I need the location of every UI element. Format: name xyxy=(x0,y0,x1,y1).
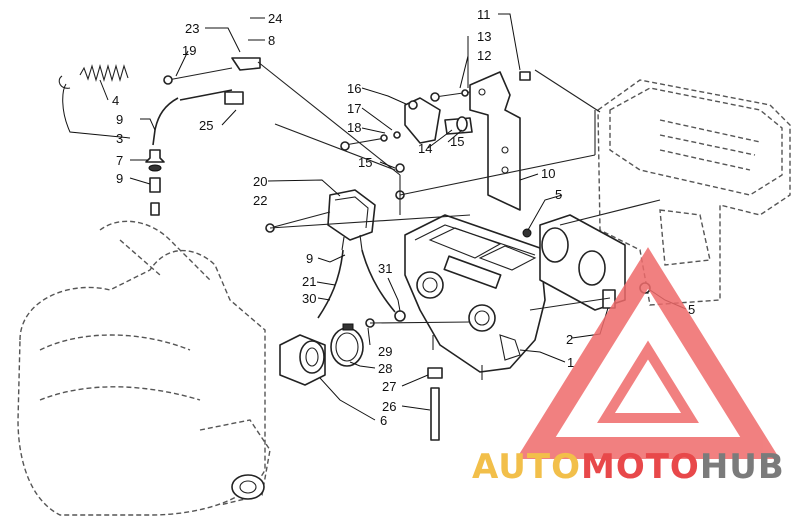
hardware xyxy=(58,57,651,441)
callout-5a: 5 xyxy=(555,187,562,202)
intake-boot xyxy=(279,334,326,386)
callout-28: 28 xyxy=(378,361,392,376)
air-box xyxy=(597,79,791,306)
mounting-bracket xyxy=(469,71,521,211)
watermark-text: AUTOMOTOHUB xyxy=(472,447,785,487)
callout-4: 4 xyxy=(112,93,119,108)
callout-12: 12 xyxy=(477,48,491,63)
fuel-pump xyxy=(327,189,376,251)
callout-6: 6 xyxy=(380,413,387,428)
callout-23: 23 xyxy=(185,21,199,36)
hose-clamp xyxy=(330,323,364,367)
callout-24: 24 xyxy=(268,11,282,26)
callout-31: 31 xyxy=(378,261,392,276)
callout-21: 21 xyxy=(302,274,316,289)
carburetor-assembly xyxy=(404,214,546,380)
callout-9b: 9 xyxy=(116,171,123,186)
callout-5b: 5 xyxy=(688,302,695,317)
callout-13: 13 xyxy=(477,29,491,44)
callout-30: 30 xyxy=(302,291,316,306)
callout-14: 14 xyxy=(418,141,432,156)
callout-15a: 15 xyxy=(450,134,464,149)
intake-flange xyxy=(539,214,626,311)
callout-22: 22 xyxy=(253,193,267,208)
callout-15b: 15 xyxy=(358,155,372,170)
callout-7: 7 xyxy=(116,153,123,168)
callout-11: 11 xyxy=(477,7,491,22)
callout-29: 29 xyxy=(378,344,392,359)
engine-block xyxy=(17,220,271,516)
callout-20: 20 xyxy=(253,174,267,189)
callout-17: 17 xyxy=(347,101,361,116)
callout-1: 1 xyxy=(567,355,574,370)
callout-19: 19 xyxy=(182,43,196,58)
watermark-logo xyxy=(516,247,780,459)
callout-8: 8 xyxy=(268,33,275,48)
callout-9a: 9 xyxy=(116,112,123,127)
callout-26: 26 xyxy=(382,399,396,414)
callout-2: 2 xyxy=(566,332,573,347)
callout-3: 3 xyxy=(116,131,123,146)
callout-9c: 9 xyxy=(306,251,313,266)
callout-16: 16 xyxy=(347,81,361,96)
callout-10: 10 xyxy=(541,166,555,181)
callout-25: 25 xyxy=(199,118,213,133)
throttle-linkage xyxy=(404,97,473,144)
callout-18: 18 xyxy=(347,120,361,135)
callout-labels: 23 24 8 19 4 9 3 25 7 9 11 13 12 16 17 1… xyxy=(112,7,695,428)
callout-27: 27 xyxy=(382,379,396,394)
guide-lines xyxy=(257,61,661,324)
